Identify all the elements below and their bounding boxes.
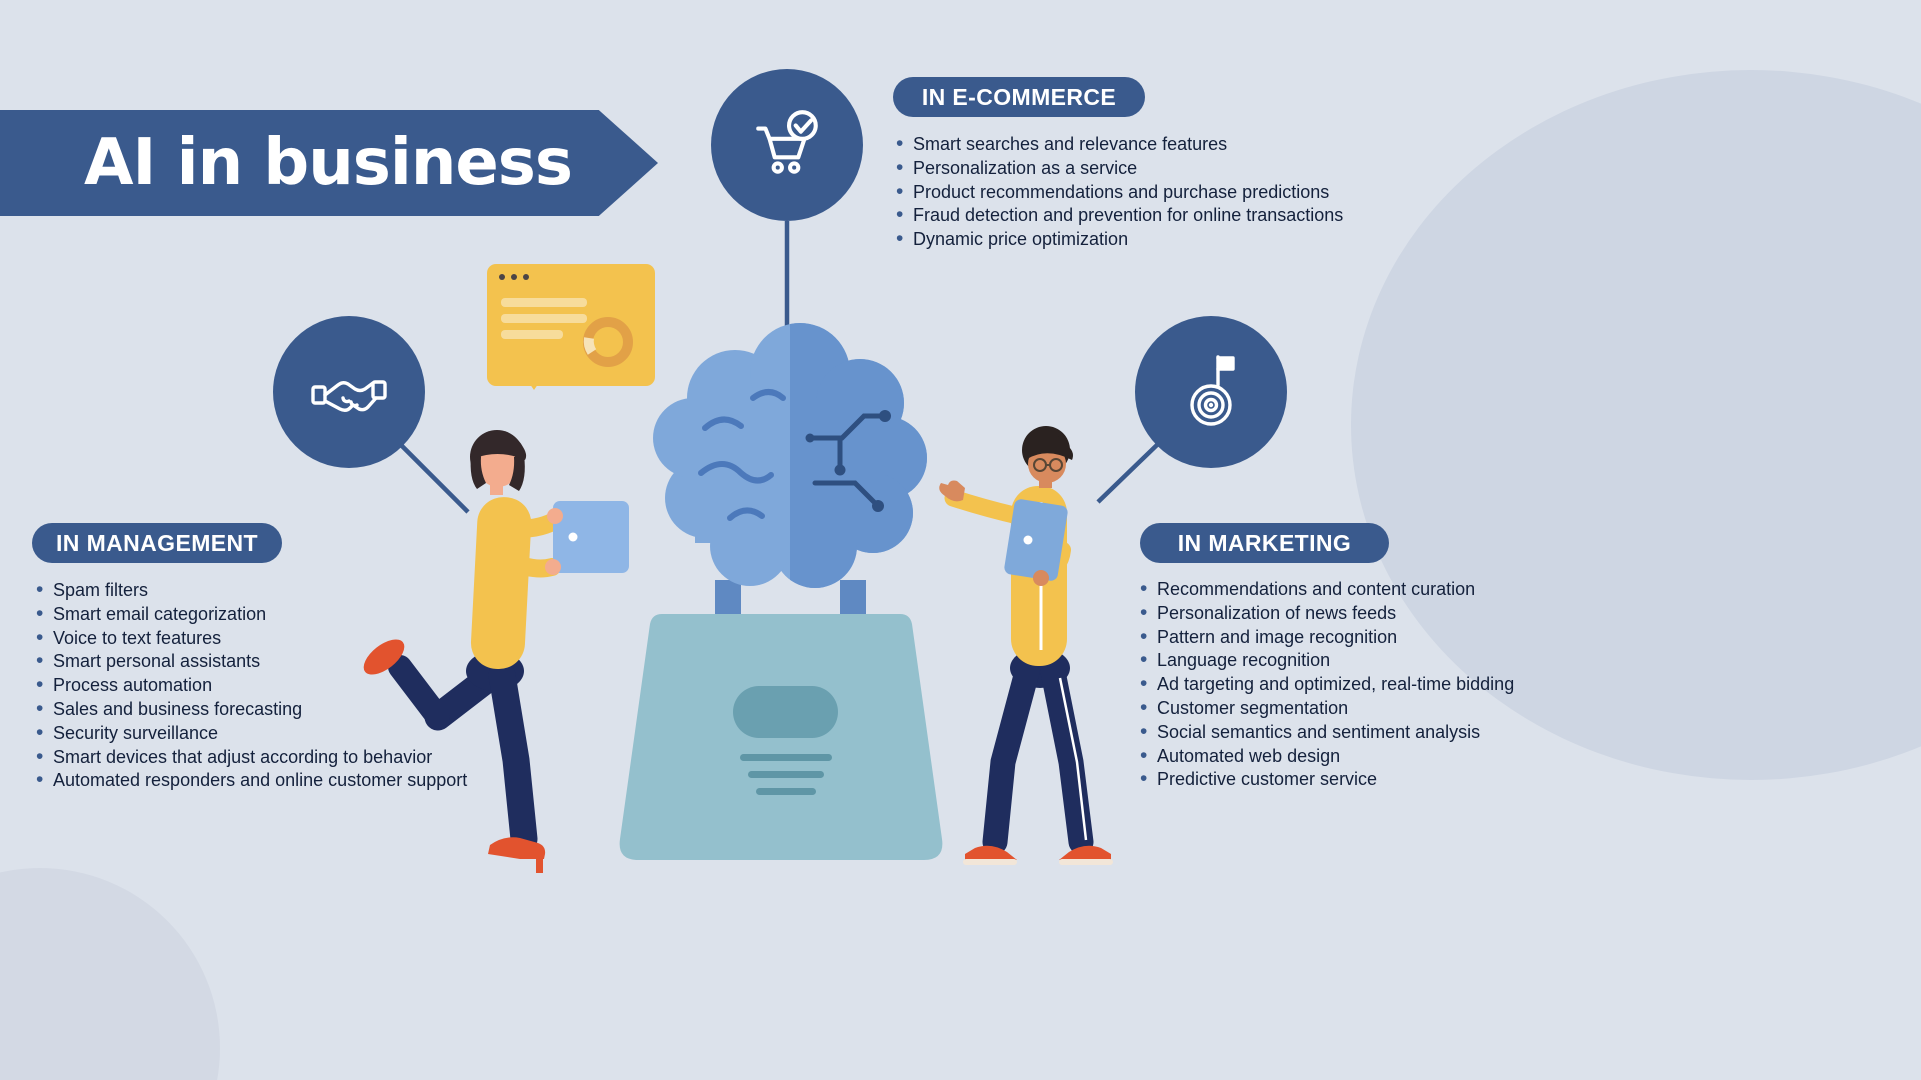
management-icon-circle	[273, 316, 425, 468]
ecommerce-list: Smart searches and relevance features Pe…	[896, 132, 1343, 252]
list-item: Fraud detection and prevention for onlin…	[896, 203, 1343, 228]
laptop-graphic	[553, 501, 629, 573]
list-item: Predictive customer service	[1140, 767, 1514, 792]
background-blob-bottom-left	[0, 868, 220, 1080]
man-illustration	[915, 410, 1145, 875]
section-badge-ecommerce: IN E-COMMERCE	[893, 77, 1145, 117]
text-line-graphic	[501, 298, 587, 307]
pedestal-lines	[740, 754, 832, 795]
list-item: Voice to text features	[36, 626, 467, 651]
page-title: AI in business	[84, 126, 573, 200]
ecommerce-icon-circle	[711, 69, 863, 221]
list-item: Automated web design	[1140, 744, 1514, 769]
list-item: Personalization of news feeds	[1140, 601, 1514, 626]
section-badge-marketing: IN MARKETING	[1140, 523, 1389, 563]
target-flag-icon	[1190, 355, 1235, 426]
browser-window-graphic	[487, 264, 655, 390]
list-item: Smart email categorization	[36, 602, 467, 627]
shoe-graphic	[488, 837, 546, 859]
shoe-graphic	[965, 845, 1017, 860]
torso-graphic	[470, 497, 532, 670]
brain-right-hemisphere	[790, 323, 927, 588]
list-item: Recommendations and content curation	[1140, 577, 1514, 602]
list-item: Smart personal assistants	[36, 649, 467, 674]
magnifier-ring-icon	[583, 317, 633, 367]
brain-illustration	[635, 318, 945, 628]
list-item: Smart devices that adjust according to b…	[36, 745, 467, 770]
list-item: Spam filters	[36, 578, 467, 603]
list-item: Pattern and image recognition	[1140, 625, 1514, 650]
management-list: Spam filters Smart email categorization …	[36, 578, 467, 793]
list-item: Sales and business forecasting	[36, 697, 467, 722]
list-item: Ad targeting and optimized, real-time bi…	[1140, 672, 1514, 697]
brain-circuit-lines	[807, 413, 885, 506]
shoe-graphic	[363, 639, 405, 675]
pedestal-illustration	[598, 614, 963, 864]
handshake-icon	[311, 380, 387, 412]
brain-fold-lines	[698, 389, 786, 521]
marketing-list: Recommendations and content curation Per…	[1140, 577, 1514, 792]
window-dot-icon	[499, 274, 505, 280]
title-banner: AI in business	[0, 110, 658, 216]
list-item: Language recognition	[1140, 648, 1514, 673]
face-graphic	[478, 447, 518, 487]
window-dot-icon	[523, 274, 529, 280]
list-item: Personalization as a service	[896, 156, 1343, 181]
list-item: Product recommendations and purchase pre…	[896, 180, 1343, 205]
list-item: Security surveillance	[36, 721, 467, 746]
woman-illustration	[340, 415, 650, 875]
section-badge-management: IN MANAGEMENT	[32, 523, 282, 563]
text-line-graphic	[501, 330, 563, 339]
list-item: Process automation	[36, 673, 467, 698]
text-line-graphic	[501, 314, 587, 323]
tablet-graphic	[1004, 499, 1068, 581]
list-item: Dynamic price optimization	[896, 227, 1343, 252]
shopping-cart-check-icon	[756, 110, 818, 174]
list-item: Social semantics and sentiment analysis	[1140, 720, 1514, 745]
list-item: Automated responders and online customer…	[36, 768, 467, 793]
list-item: Customer segmentation	[1140, 696, 1514, 721]
shoe-graphic	[1059, 845, 1111, 860]
hand-graphic	[939, 480, 965, 502]
pedestal-slot	[733, 686, 838, 738]
marketing-icon-circle	[1135, 316, 1287, 468]
brain-circuit-nodes	[805, 410, 891, 512]
window-dot-icon	[511, 274, 517, 280]
list-item: Smart searches and relevance features	[896, 132, 1343, 157]
